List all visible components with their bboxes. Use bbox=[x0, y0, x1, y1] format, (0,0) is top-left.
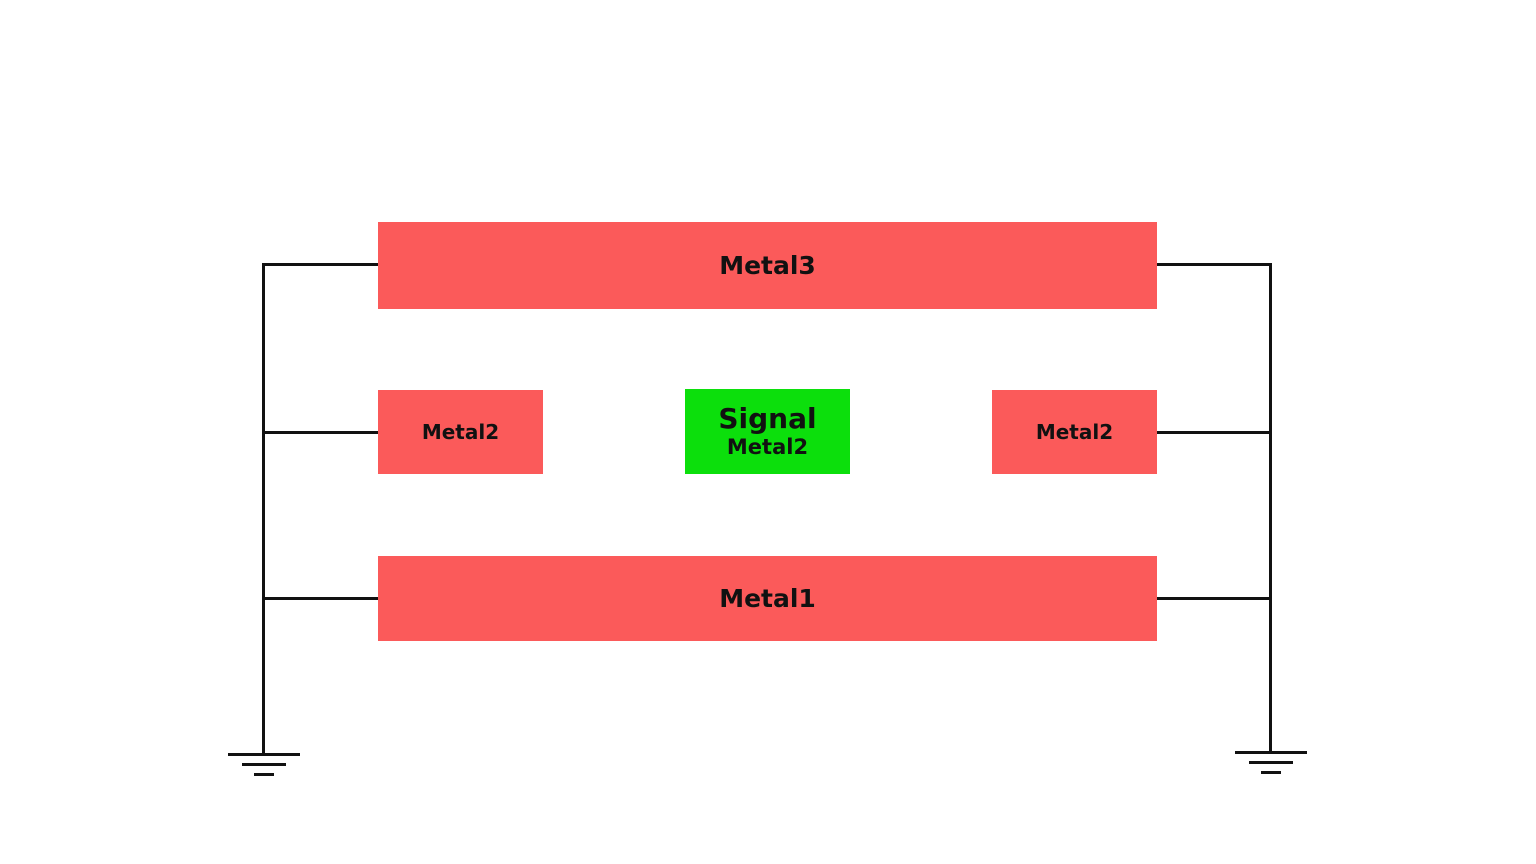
block-signal: Signal Metal2 bbox=[685, 389, 850, 474]
ground-bar-top bbox=[228, 753, 300, 756]
ground-bar-bottom bbox=[1261, 771, 1281, 774]
ground-bar-middle bbox=[242, 763, 286, 766]
wire-right-metal2 bbox=[1155, 431, 1272, 434]
ground-wire-right-vertical bbox=[1269, 263, 1272, 753]
block-metal3: Metal3 bbox=[378, 222, 1157, 309]
block-metal3-label: Metal3 bbox=[719, 251, 816, 280]
signal-title: Signal bbox=[718, 402, 817, 435]
block-metal2-right: Metal2 bbox=[992, 390, 1157, 474]
ground-bar-middle bbox=[1249, 761, 1293, 764]
wire-right-metal3 bbox=[1155, 263, 1272, 266]
wire-left-metal3 bbox=[262, 263, 380, 266]
wire-right-metal1 bbox=[1155, 597, 1272, 600]
block-metal2-left-label: Metal2 bbox=[421, 420, 500, 444]
wire-left-metal2 bbox=[262, 431, 380, 434]
block-metal1-label: Metal1 bbox=[719, 584, 816, 613]
ground-bar-bottom bbox=[254, 773, 274, 776]
block-metal1: Metal1 bbox=[378, 556, 1157, 641]
ground-bar-top bbox=[1235, 751, 1307, 754]
block-metal2-right-label: Metal2 bbox=[1035, 420, 1114, 444]
block-metal2-left: Metal2 bbox=[378, 390, 543, 474]
signal-subtitle: Metal2 bbox=[726, 435, 809, 459]
ground-wire-left-vertical bbox=[262, 263, 265, 755]
wire-left-metal1 bbox=[262, 597, 380, 600]
